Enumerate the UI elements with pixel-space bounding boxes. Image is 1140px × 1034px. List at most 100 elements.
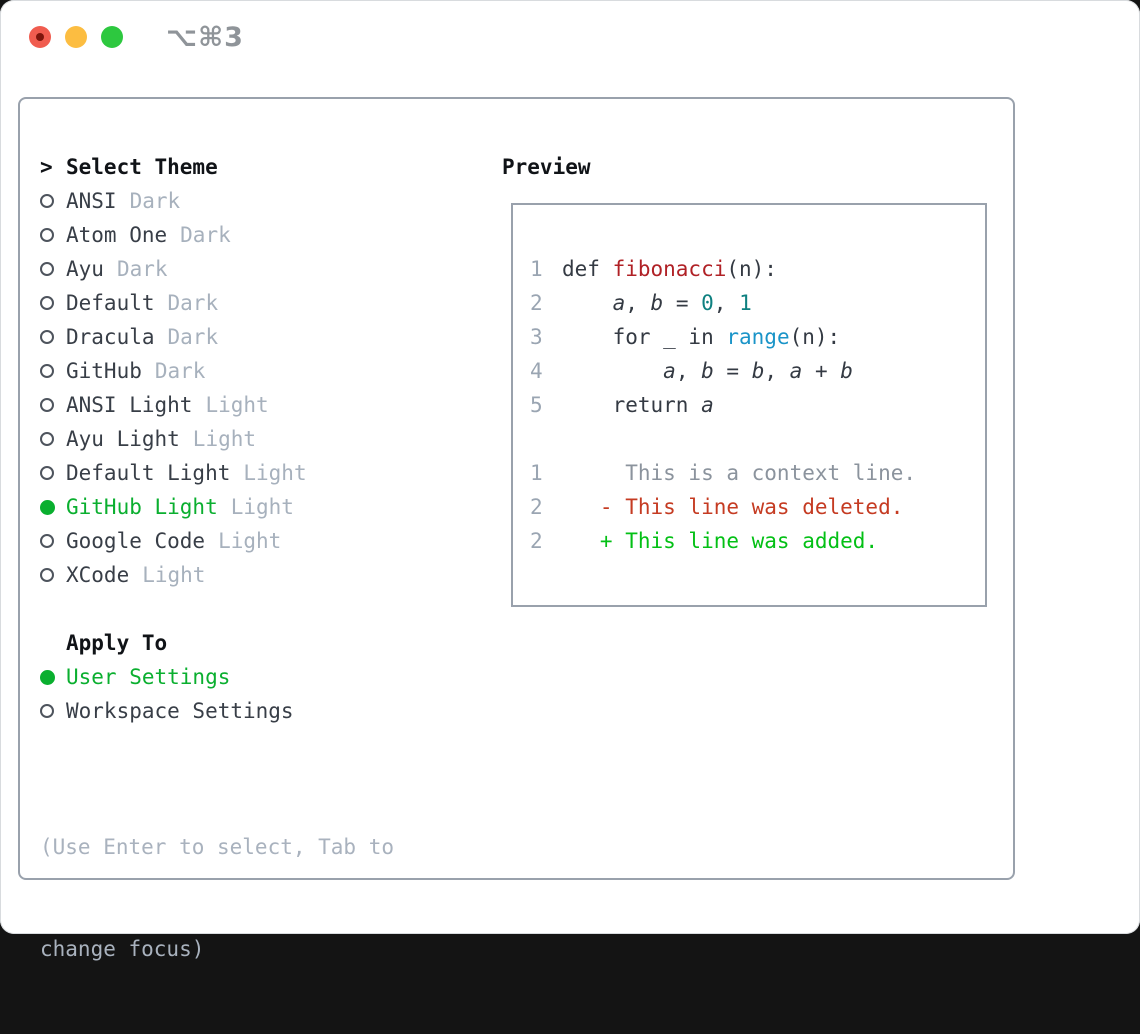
line-number: 2 (530, 291, 543, 315)
theme-item-github-light[interactable]: GitHub Light Light (40, 490, 307, 524)
theme-item-default-light[interactable]: Default Light Light (40, 456, 307, 490)
apply-option-label: User Settings (66, 665, 231, 689)
line-number: 2 (530, 529, 543, 553)
theme-variant-tag: Light (243, 461, 307, 485)
theme-name: GitHub (66, 359, 142, 383)
radio-icon (40, 330, 54, 344)
hint-line-1: (Use Enter to select, Tab to (40, 835, 395, 859)
app-window: ⌥⌘3 > Select Theme ANSI Dark Atom One Da… (0, 0, 1140, 961)
code-token: return (562, 393, 702, 417)
theme-selector-panel: > Select Theme ANSI Dark Atom One Dark A… (18, 97, 1015, 961)
theme-list-title: Select Theme (66, 155, 218, 179)
theme-name: ANSI Light (66, 393, 193, 417)
theme-name: Atom One (66, 223, 168, 247)
radio-icon (40, 194, 54, 208)
code-token: def (562, 257, 613, 281)
apply-to-section: Apply To User Settings Workspace Setting… (40, 626, 294, 728)
theme-variant-tag: Dark (167, 325, 219, 349)
code-token: for _ in (562, 325, 727, 349)
theme-name: Default (66, 291, 155, 315)
code-token: range (726, 325, 790, 349)
theme-item-ansi-light[interactable]: ANSI Light Light (40, 388, 307, 422)
apply-option-workspace-settings[interactable]: Workspace Settings (40, 694, 294, 728)
diff-text: This is a context line. (562, 461, 917, 485)
theme-item-github-dark[interactable]: GitHub Dark (40, 354, 307, 388)
line-number: 3 (530, 325, 543, 349)
line-number: 1 (530, 461, 543, 485)
theme-variant-tag: Dark (116, 257, 168, 281)
theme-item-ansi-dark[interactable]: ANSI Dark (40, 184, 307, 218)
code-token: a (789, 359, 803, 383)
focus-caret: > (40, 155, 53, 179)
apply-to-header: Apply To (40, 626, 294, 660)
radio-icon (40, 432, 54, 446)
radio-selected-icon (40, 499, 55, 515)
theme-name: Ayu Light (66, 427, 180, 451)
theme-name: Google Code (66, 529, 206, 553)
radio-icon (40, 364, 54, 378)
code-token: b (840, 359, 853, 383)
preview-title: Preview (502, 155, 591, 179)
code-token: + (802, 359, 841, 383)
minimize-button[interactable] (65, 26, 87, 48)
code-token: = (713, 359, 752, 383)
code-token: (n): (726, 257, 777, 281)
apply-option-user-settings[interactable]: User Settings (40, 660, 294, 694)
radio-icon (40, 262, 54, 276)
diff-deleted-line: 2 - This line was deleted. (530, 490, 985, 524)
theme-item-dracula-dark[interactable]: Dracula Dark (40, 320, 307, 354)
close-button[interactable] (29, 26, 51, 48)
line-number: 5 (530, 393, 543, 417)
theme-item-ayu-dark[interactable]: Ayu Dark (40, 252, 307, 286)
radio-icon (40, 568, 54, 582)
theme-variant-tag: Dark (180, 223, 231, 247)
radio-selected-icon (40, 669, 55, 685)
radio-icon (40, 534, 54, 548)
theme-name: Default Light (66, 461, 231, 485)
line-number: 1 (530, 257, 543, 281)
code-token (562, 359, 663, 383)
radio-icon (40, 466, 54, 480)
radio-icon (40, 296, 54, 310)
titlebar: ⌥⌘3 (0, 0, 1140, 70)
theme-item-atom-one-dark[interactable]: Atom One Dark (40, 218, 307, 252)
code-line: 3 for _ in range (n): (530, 320, 985, 354)
radio-icon (40, 228, 54, 242)
theme-variant-tag: Dark (167, 291, 219, 315)
theme-name: ANSI (66, 189, 117, 213)
preview-pane: 1 def fibonacci (n): 2 a , b = 0 , 1 3 f… (511, 203, 987, 607)
keyboard-hint: (Use Enter to select, Tab to change focu… (40, 762, 394, 1034)
line-number: 2 (530, 495, 543, 519)
code-line: 2 a , b = 0 , 1 (530, 286, 985, 320)
zoom-button[interactable] (101, 26, 123, 48)
theme-item-xcode-light[interactable]: XCode Light (40, 558, 307, 592)
hint-line-2: change focus) (40, 937, 205, 961)
theme-list-header: > Select Theme (40, 150, 307, 184)
theme-name: GitHub Light (66, 495, 218, 519)
code-token: a (612, 291, 626, 315)
code-token: , (675, 359, 702, 383)
code-line: 4 a , b = b , a + b (530, 354, 985, 388)
code-token: a (701, 393, 714, 417)
theme-name: XCode (66, 563, 130, 587)
code-token: , (713, 291, 740, 315)
diff-added-line: 2 + This line was added. (530, 524, 985, 558)
diff-context-line: 1 This is a context line. (530, 456, 985, 490)
code-token: fibonacci (612, 257, 727, 281)
theme-item-ayu-light[interactable]: Ayu Light Light (40, 422, 307, 456)
code-token: , (625, 291, 651, 315)
theme-name: Ayu (66, 257, 104, 281)
theme-variant-tag: Dark (154, 359, 206, 383)
apply-to-title: Apply To (66, 631, 168, 655)
code-line: 5 return a (530, 388, 985, 422)
apply-option-label: Workspace Settings (66, 699, 294, 723)
diff-text: - This line was deleted. (562, 495, 904, 519)
code-token: (n): (789, 325, 841, 349)
theme-item-google-code-light[interactable]: Google Code Light (40, 524, 307, 558)
window-title: ⌥⌘3 (166, 22, 244, 53)
theme-item-default-dark[interactable]: Default Dark (40, 286, 307, 320)
code-token: = (663, 291, 702, 315)
blank-line (530, 422, 985, 456)
code-token: , (764, 359, 790, 383)
code-token: 1 (739, 291, 752, 315)
